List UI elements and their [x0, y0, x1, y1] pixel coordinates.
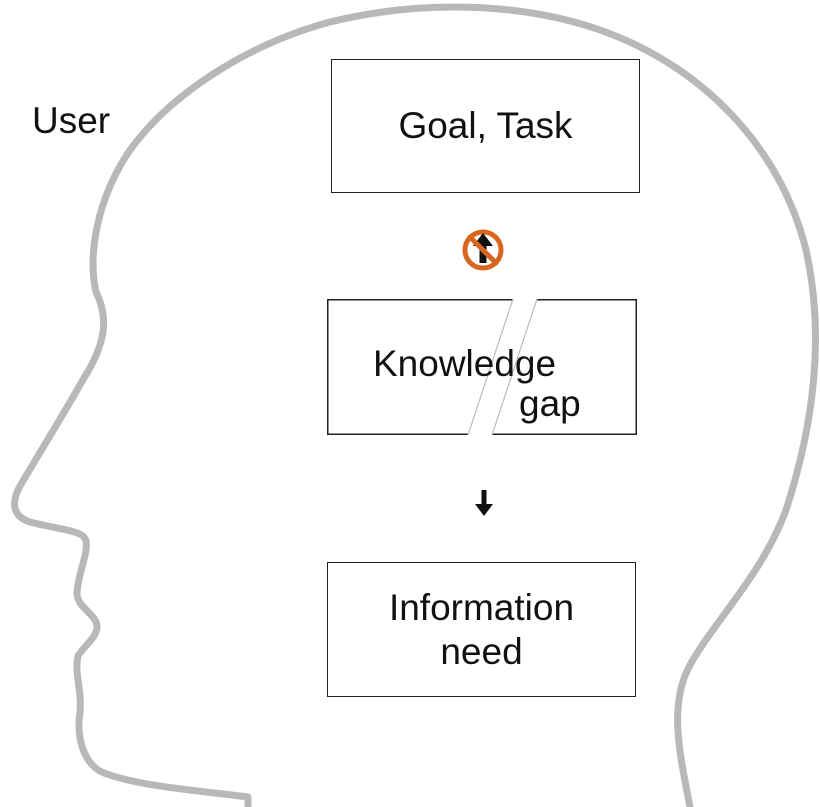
information-need-box: Information need	[327, 562, 636, 697]
goal-task-text: Goal, Task	[398, 105, 573, 147]
knowledge-gap-text-line1: Knowledge	[373, 343, 557, 384]
information-need-text-line1: Information	[388, 586, 575, 628]
user-label: User	[32, 100, 111, 141]
knowledge-gap-box: Knowledge gap	[327, 299, 637, 435]
information-need-text-line2: need	[440, 630, 523, 672]
arrow-down-icon	[475, 490, 493, 516]
knowledge-gap-text-line2: gap	[519, 383, 581, 424]
goal-task-box: Goal, Task	[331, 59, 640, 193]
broken-box-frame	[327, 299, 637, 435]
blocked-arrow-icon	[462, 229, 504, 271]
